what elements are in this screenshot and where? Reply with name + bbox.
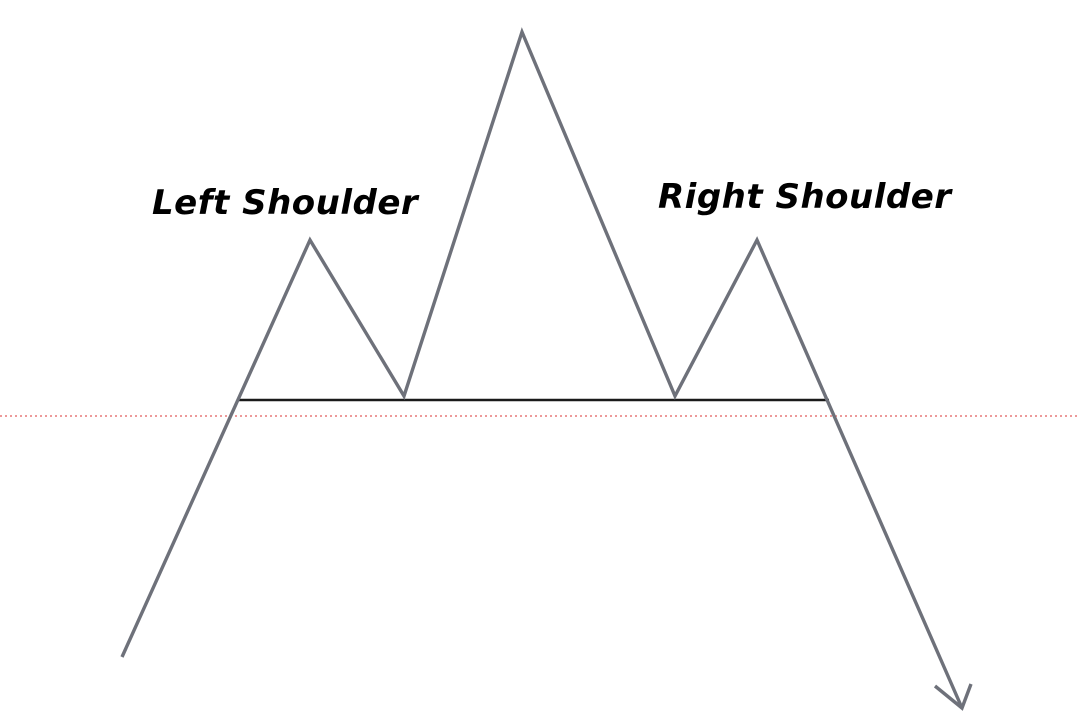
- arrow-head: [933, 683, 973, 711]
- right-shoulder-label: Right Shoulder: [658, 177, 952, 217]
- left-shoulder-label: Left Shoulder: [152, 183, 419, 223]
- price-path: [120, 27, 964, 709]
